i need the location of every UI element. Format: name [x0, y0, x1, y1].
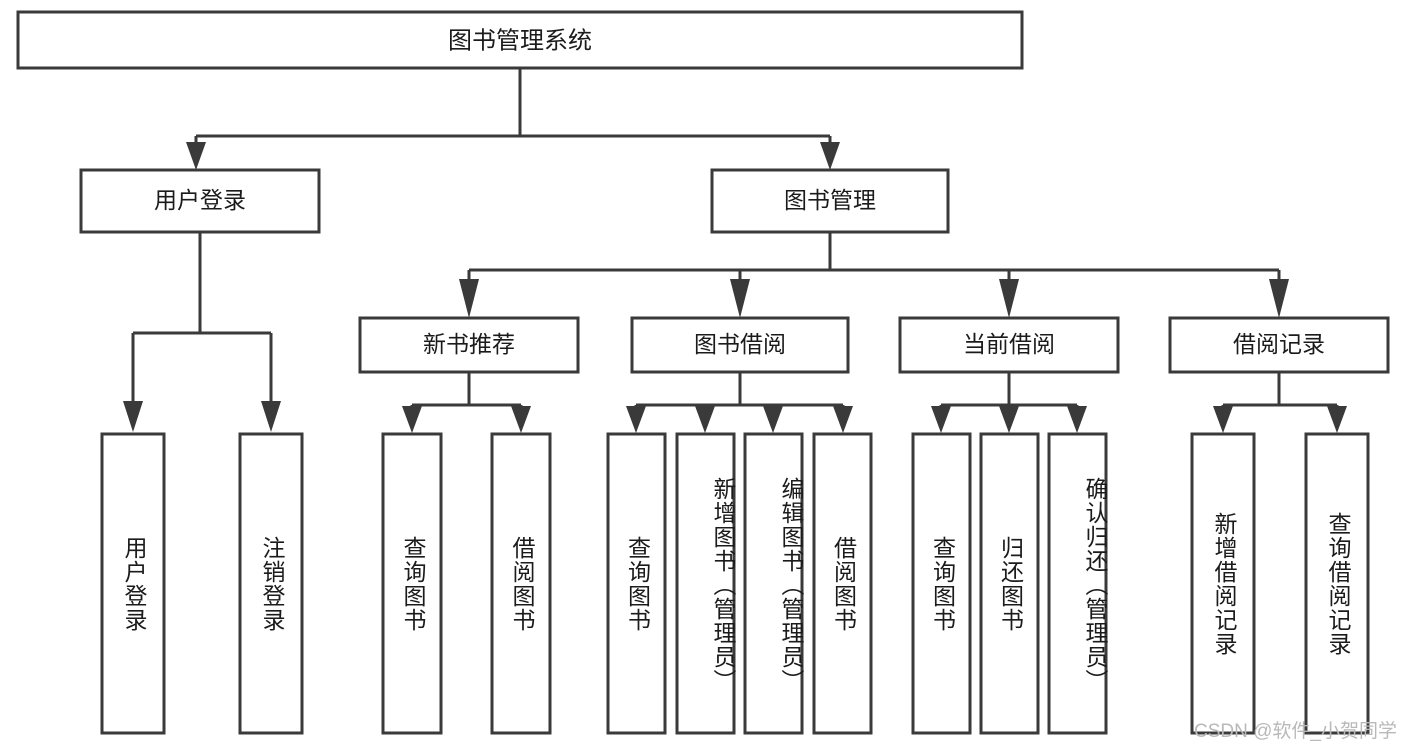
node-user-login-label: 用户登录 — [154, 187, 246, 213]
leaf-box-borrow-book-b[interactable] — [812, 432, 873, 735]
arrow-head-leaf-logout — [261, 401, 281, 432]
leaf-box-edit-book[interactable] — [743, 432, 804, 735]
node-current-borrow-box[interactable] — [898, 316, 1120, 374]
node-book-manage[interactable]: 图书管理 — [710, 168, 950, 234]
arrow-head-leaf-query-book-a — [402, 406, 422, 433]
node-current-borrow-label: 当前借阅 — [963, 331, 1055, 357]
node-root-label: 图书管理系统 — [448, 27, 592, 54]
node-borrow-record[interactable]: 借阅记录 — [1168, 316, 1390, 374]
arrow-head-leaf-query-record — [1327, 406, 1347, 433]
node-root-box[interactable] — [16, 10, 1024, 70]
arrow-head-leaf-return-book — [999, 406, 1019, 433]
node-new-book-recommend-label: 新书推荐 — [423, 331, 515, 357]
leaf-box-user-login[interactable] — [100, 432, 166, 735]
node-borrow-record-box[interactable] — [1168, 316, 1390, 374]
node-book-borrow[interactable]: 图书借阅 — [630, 316, 850, 374]
arrow-head-new-book-recommend — [459, 279, 479, 318]
leaf-box-logout[interactable] — [238, 432, 304, 735]
node-book-manage-box[interactable] — [710, 168, 950, 234]
arrow-head-leaf-query-book-c — [931, 406, 951, 433]
node-new-book-recommend[interactable]: 新书推荐 — [358, 316, 580, 374]
leaf-box-add-record[interactable] — [1190, 432, 1256, 735]
leaf-box-confirm-return[interactable] — [1047, 432, 1108, 735]
arrow-head-leaf-edit-book — [763, 406, 783, 433]
node-book-manage-label: 图书管理 — [784, 187, 876, 213]
leaf-box-return-book[interactable] — [979, 432, 1040, 735]
leaf-box-query-book-a[interactable] — [381, 432, 443, 735]
leaf-box-query-book-b[interactable] — [606, 432, 667, 735]
node-root[interactable]: 图书管理系统 — [16, 10, 1024, 70]
leaf-box-borrow-book-a[interactable] — [490, 432, 552, 735]
arrow-head-leaf-query-book-b — [626, 406, 646, 433]
leaf-box-add-book[interactable] — [675, 432, 736, 735]
arrow-head-leaf-confirm-return — [1067, 406, 1087, 433]
arrow-head-leaf-borrow-book-b — [833, 406, 853, 433]
arrow-head-leaf-add-book — [695, 406, 715, 433]
leaf-box-query-record[interactable] — [1304, 432, 1370, 735]
connector-group — [123, 68, 1347, 433]
node-current-borrow[interactable]: 当前借阅 — [898, 316, 1120, 374]
arrow-head-borrow-record — [1269, 279, 1289, 318]
node-user-login[interactable]: 用户登录 — [79, 168, 321, 234]
arrow-head-leaf-user-login — [123, 401, 143, 432]
arrow-head-leaf-borrow-book-a — [511, 406, 531, 433]
arrow-head-book-borrow — [730, 279, 750, 318]
arrow-head-leaf-add-record — [1213, 406, 1233, 433]
node-book-borrow-label: 图书借阅 — [694, 331, 786, 357]
leaf-box-query-book-c[interactable] — [911, 432, 972, 735]
node-new-book-recommend-box[interactable] — [358, 316, 580, 374]
arrow-head-current-borrow — [999, 279, 1019, 318]
arrow-head-user-login — [186, 142, 206, 170]
node-book-borrow-box[interactable] — [630, 316, 850, 374]
node-borrow-record-label: 借阅记录 — [1233, 331, 1325, 357]
node-user-login-box[interactable] — [79, 168, 321, 234]
csdn-watermark: CSDN @软件_小贺同学 — [1194, 721, 1397, 742]
arrow-head-book-manage — [820, 142, 840, 170]
